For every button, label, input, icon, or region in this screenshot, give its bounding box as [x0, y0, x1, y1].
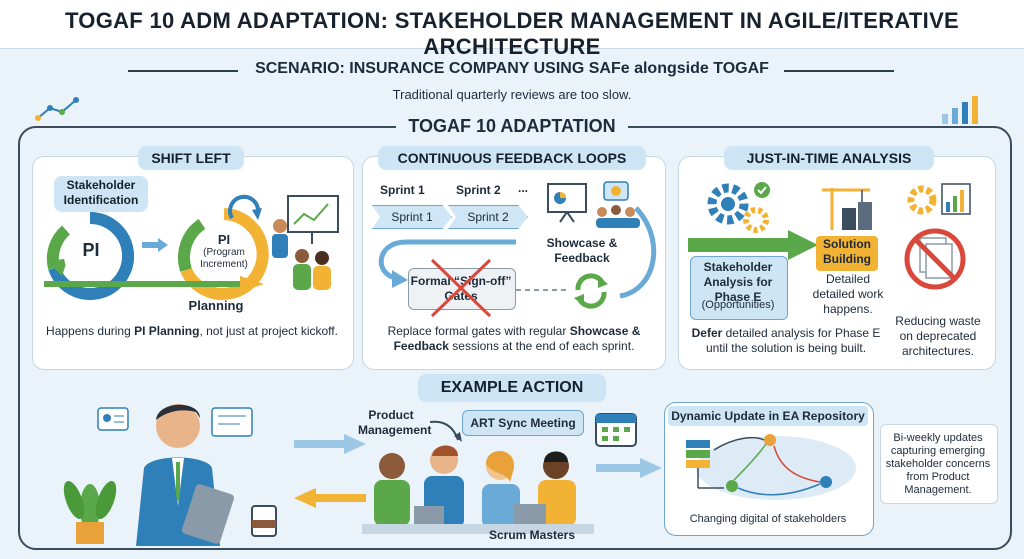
bar-chart-icon: [942, 96, 978, 124]
showcase-feedback-label: Showcase & Feedback: [546, 236, 618, 265]
pi-right-sublabel: (Program Increment): [200, 247, 248, 270]
pi-cycle-icon: [46, 212, 135, 300]
sprint1-heading: Sprint 1: [380, 183, 425, 197]
detailed-work-label: Detailed detailed work happens.: [812, 272, 884, 316]
page-title: TOGAF 10 ADM ADAPTATION: STAKEHOLDER MAN…: [64, 8, 960, 59]
heading-mask: [396, 116, 628, 140]
calendar-icon: [595, 413, 637, 447]
product-management-label: Product Management: [358, 408, 432, 437]
shift-left-caption-pre: Happens during: [46, 324, 135, 338]
stakeholder-identification-tag: Stakeholder Identification: [54, 176, 148, 212]
divider-left: [128, 70, 238, 72]
team-meeting-illustration: [362, 445, 594, 534]
presenter-icon: [272, 195, 339, 290]
gears-icon: [707, 182, 770, 233]
no-documents-icon: [904, 228, 966, 290]
pi-left-label: PI: [82, 240, 100, 260]
jit-caption-bold: Defer: [691, 326, 723, 340]
example-action-heading: EXAMPLE ACTION: [418, 374, 606, 402]
stakeholder-network-map: [686, 434, 856, 500]
jit-title: JUST-IN-TIME ANALYSIS: [724, 146, 934, 170]
scrum-masters-label: Scrum Masters: [488, 528, 576, 542]
pi-program-cycle-icon: [178, 208, 269, 300]
feedback-caption-pre: Replace formal gates with regular: [387, 324, 570, 338]
gear-chart-icon: [907, 183, 971, 215]
pi-program-block: PI (Program Increment): [186, 232, 262, 271]
sprint2-chevron: Sprint 2: [448, 205, 528, 229]
shift-left-caption: Happens during PI Planning, not just at …: [46, 324, 338, 339]
sprint1-chevron: Sprint 1: [372, 205, 452, 229]
adaptation-heading: TOGAF 10 ADAPTATION: [408, 116, 616, 136]
arrow-right-icon-2: [294, 434, 366, 454]
opportunities-label: (Opportunities): [701, 299, 775, 311]
presentation-board-icon: [547, 183, 587, 223]
reducing-waste-label: Reducing waste on deprecated architectur…: [895, 314, 981, 358]
crane-building-icon: [822, 188, 872, 230]
divider-right: [784, 70, 894, 72]
dashed-line: [516, 289, 566, 291]
feedback-caption: Replace formal gates with regular Showca…: [372, 324, 656, 354]
solution-building-label: Solution Building: [816, 236, 878, 271]
line-chart-icon: [35, 97, 79, 121]
shift-left-caption-bold: PI Planning: [134, 324, 200, 338]
art-sync-label: ART Sync Meeting: [462, 410, 584, 436]
person-tablet-illustration: [63, 404, 277, 546]
jit-caption-post: detailed analysis for Phase E until the …: [705, 326, 881, 355]
stakeholder-analysis-label: Stakeholder Analysis for Phase E: [703, 260, 773, 304]
cycle-arrow-icon: [228, 194, 262, 220]
refresh-cycle-icon: [574, 273, 608, 309]
pointer-arrow-icon: [429, 420, 462, 442]
scenario-heading: SCENARIO: INSURANCE COMPANY USING SAFe a…: [255, 60, 769, 77]
stakeholder-analysis-box: [690, 256, 788, 320]
arrow-right-icon: [142, 238, 168, 252]
formal-gate-label: Formal “Sign-off” Gates: [410, 274, 512, 303]
planning-label: Planning: [188, 298, 244, 313]
scenario-subtitle: Traditional quarterly reviews are too sl…: [392, 87, 632, 102]
ellipsis-label: ...: [518, 181, 529, 195]
shift-left-title: SHIFT LEFT: [138, 146, 244, 170]
loop-arrow-icon: [378, 206, 657, 299]
shift-left-caption-post: , not just at project kickoff.: [199, 324, 338, 338]
feedback-title: CONTINUOUS FEEDBACK LOOPS: [378, 146, 646, 170]
pi-right-label: PI: [217, 232, 231, 247]
note-text: Bi-weekly updates capturing emerging sta…: [885, 432, 991, 496]
team-feedback-icon: [596, 181, 640, 228]
ea-repository-caption: Changing digital of stakeholders: [689, 513, 847, 525]
feedback-caption-post: sessions at the end of each sprint.: [448, 339, 635, 353]
arrow-to-repo-icon: [596, 458, 662, 478]
cross-out-icon: [430, 258, 492, 318]
ea-repository-title: Dynamic Update in EA Repository: [668, 406, 868, 426]
note-card: [880, 424, 998, 504]
big-arrow-icon: [688, 230, 818, 260]
title-bar: [0, 0, 1024, 49]
sprint2-heading: Sprint 2: [456, 183, 501, 197]
long-arrow-icon: [44, 276, 264, 292]
feedback-caption-bold: Showcase & Feedback: [393, 324, 641, 353]
arrow-left-icon: [294, 488, 366, 508]
jit-caption: Defer detailed analysis for Phase E unti…: [682, 326, 890, 356]
